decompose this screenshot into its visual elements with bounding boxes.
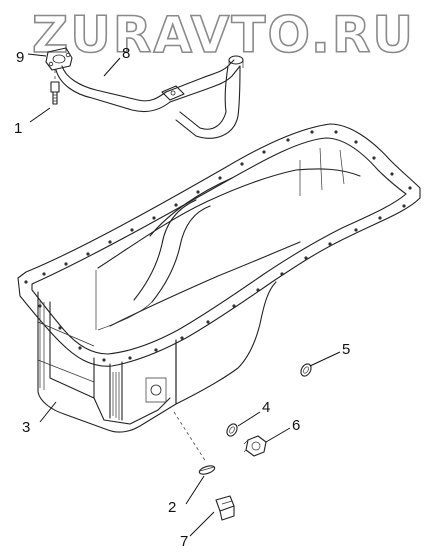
callout-5: 5 — [342, 341, 350, 358]
watermark-text: ZURAVTO.RU — [32, 6, 415, 64]
leader-line-9 — [27, 53, 47, 57]
bolt-part-1 — [50, 70, 60, 105]
sump-hatching — [39, 300, 120, 420]
leader-line-7 — [189, 511, 215, 537]
plug-part-6 — [243, 435, 267, 457]
callout-4: 4 — [262, 399, 270, 416]
drain-plug-gasket-part-2 — [198, 465, 216, 475]
callout-3: 3 — [22, 419, 30, 436]
oil-pickup-tube — [45, 47, 244, 139]
leader-line-6 — [265, 427, 291, 443]
callout-8: 8 — [122, 45, 130, 62]
gasket-part-4 — [226, 423, 238, 437]
leader-line-2 — [185, 475, 205, 505]
leader-line-3 — [39, 401, 57, 423]
leader-line-5 — [309, 351, 341, 367]
leader-line-4 — [237, 411, 261, 427]
oil-pan — [17, 123, 421, 463]
drain-plug-part-7 — [215, 495, 235, 521]
callout-7: 7 — [180, 533, 188, 550]
callout-1: 1 — [14, 120, 22, 137]
leader-line-1 — [29, 107, 51, 123]
leader-line-8 — [103, 57, 121, 77]
gasket-part-5 — [300, 363, 312, 377]
callout-9: 9 — [16, 49, 24, 66]
callout-6: 6 — [292, 417, 300, 434]
callout-2: 2 — [168, 499, 176, 516]
flange-bolt-holes — [24, 130, 412, 362]
